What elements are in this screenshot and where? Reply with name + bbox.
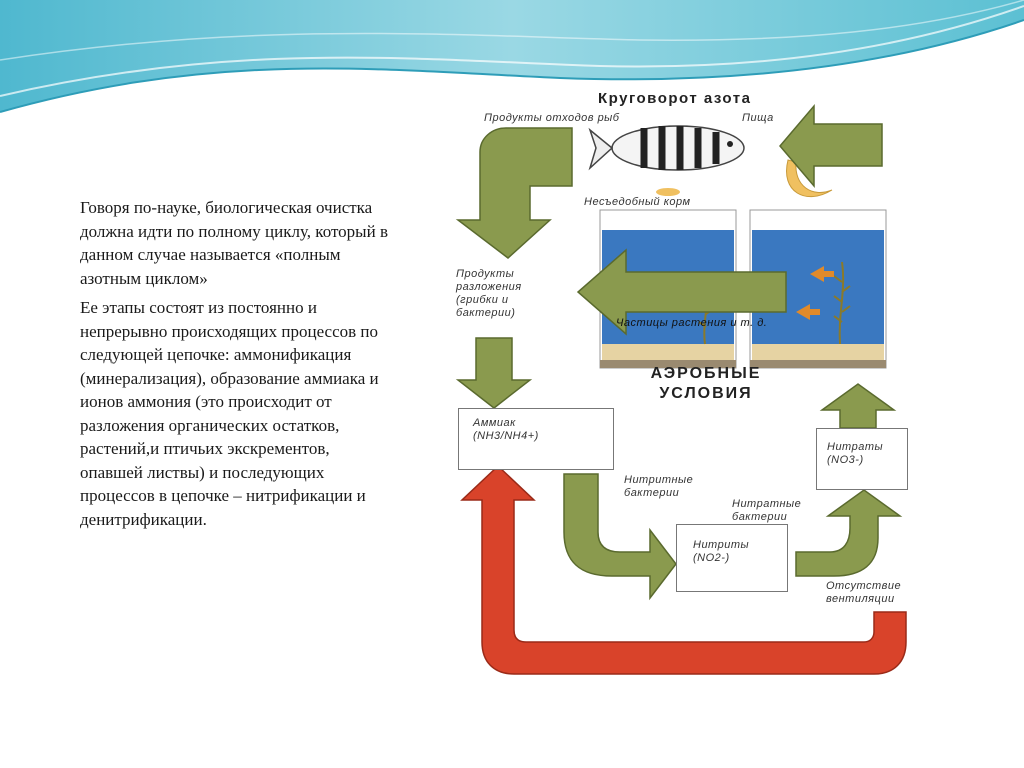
ammonia-name: Аммиак xyxy=(473,417,516,429)
nitrates-formula: (NO3-) xyxy=(827,454,864,466)
nitrates-box: Нитраты (NO3-) xyxy=(816,428,908,490)
arrow-decomp-left xyxy=(576,248,787,336)
plant-particles-label: Частицы растения и т. д. xyxy=(616,317,768,329)
nitrites-name: Нитриты xyxy=(693,539,750,551)
arrow-food-left xyxy=(779,103,883,189)
fish-icon xyxy=(588,125,745,171)
header-wave-decoration xyxy=(0,0,1024,113)
nitrate-bacteria-label: Нитратные бактерии xyxy=(732,498,802,523)
body-text: Говоря по-науке, биологическая очистка д… xyxy=(80,196,390,537)
paragraph-2: Ее этапы состоят из постоянно и непрерыв… xyxy=(80,298,379,529)
waste-label: Продукты отходов рыб xyxy=(484,112,620,124)
food-pellet-icon xyxy=(656,188,680,196)
ammonia-box: Аммиак (NH3/NH4+) xyxy=(458,408,614,470)
diagram-title: Круговорот азота xyxy=(598,90,752,107)
food-icon xyxy=(786,159,833,198)
food-label: Пища xyxy=(742,112,774,124)
arrow-nitrates-up xyxy=(819,383,897,429)
nitrites-formula: (NO2-) xyxy=(693,552,730,564)
paragraph-1: Говоря по-науке, биологическая очистка д… xyxy=(80,198,388,288)
ammonia-formula: (NH3/NH4+) xyxy=(473,430,539,442)
nitrates-name: Нитраты xyxy=(827,441,884,453)
nitrites-box: Нитриты (NO2-) xyxy=(676,524,788,592)
decomposition-label: Продукты разложения (грибки и бактерии) xyxy=(456,268,522,319)
arrow-to-nitrates xyxy=(795,489,903,577)
arrow-waste-down xyxy=(455,127,573,259)
no-ventilation-label: Отсутствие вентиляции xyxy=(826,580,902,605)
aerobic-conditions-label: АЭРОБНЫЕ УСЛОВИЯ xyxy=(650,365,762,402)
uneaten-food-label: Несъедобный корм xyxy=(584,196,691,208)
arrow-to-nitrites xyxy=(563,473,677,601)
small-arrow-icon xyxy=(796,266,834,320)
arrow-return-red xyxy=(460,464,907,675)
nitrite-bacteria-label: Нитритные бактерии xyxy=(624,474,694,499)
nitrogen-cycle-diagram: Круговорот азота Продукты отходов рыб Пи… xyxy=(440,82,946,682)
arrow-to-ammonia-down xyxy=(455,337,533,409)
